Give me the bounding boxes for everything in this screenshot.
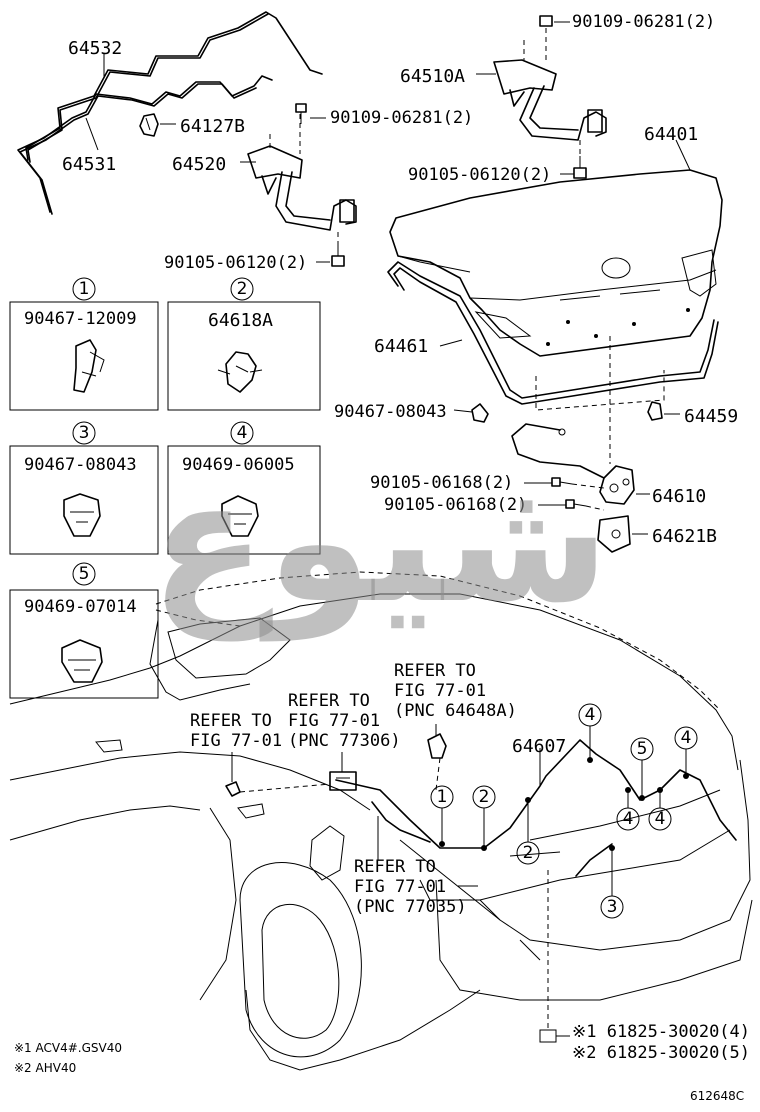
lock-64610 bbox=[599, 465, 635, 505]
callout-clip-4: 4 bbox=[616, 787, 640, 831]
callout-clip-4: 4 bbox=[578, 703, 602, 763]
bolt-icon bbox=[295, 103, 307, 124]
label-64621B: 64621B bbox=[652, 526, 717, 547]
torsion-bar-64532 bbox=[25, 11, 323, 163]
clip-90467-08043 bbox=[471, 403, 489, 423]
clip-box-part: 64618A bbox=[208, 310, 273, 331]
label-90109-mid: 90109-06281(2) bbox=[330, 108, 473, 128]
clip-box-part: 90467-12009 bbox=[24, 309, 137, 329]
callout-clip-4: 4 bbox=[648, 787, 672, 831]
cover-64621B bbox=[597, 515, 631, 553]
torsion-bar-64531 bbox=[17, 75, 273, 215]
callout-clip-4: 4 bbox=[674, 726, 698, 779]
label-64531: 64531 bbox=[62, 154, 116, 175]
svg-text:FIG 77-01: FIG 77-01 bbox=[288, 711, 380, 731]
clip-box-index: 4 bbox=[237, 423, 248, 443]
label-90467-08043: 90467-08043 bbox=[334, 402, 447, 422]
svg-text:1: 1 bbox=[437, 787, 448, 807]
callout-clip-5: 5 bbox=[630, 737, 654, 801]
label-64510A: 64510A bbox=[400, 66, 465, 87]
label-90109-top: 90109-06281(2) bbox=[572, 12, 715, 32]
svg-text:5: 5 bbox=[637, 739, 648, 759]
clip-box-3: 3 90467-08043 bbox=[9, 421, 159, 555]
refer-note-fig: REFER TO FIG 77-01 bbox=[190, 711, 282, 782]
connector-icon bbox=[427, 733, 447, 759]
clip-box-index: 5 bbox=[79, 564, 90, 584]
connector-icon bbox=[329, 771, 357, 791]
svg-text:FIG 77-01: FIG 77-01 bbox=[190, 731, 282, 751]
label-64610: 64610 bbox=[652, 486, 706, 507]
clip-box-index: 3 bbox=[79, 423, 90, 443]
svg-text:4: 4 bbox=[585, 705, 596, 725]
refer-note-77306: REFER TO FIG 77-01 (PNC 77306) bbox=[288, 691, 401, 772]
label-90105-right: 90105-06120(2) bbox=[408, 165, 551, 185]
callout-clip-2: 2 bbox=[516, 797, 540, 865]
svg-text:2: 2 bbox=[523, 843, 534, 863]
label-61825-1: ※1 61825-30020(4) bbox=[572, 1022, 750, 1042]
refer-note-64648A: REFER TO FIG 77-01 (PNC 64648A) bbox=[394, 661, 517, 736]
label-61825-2: ※2 61825-30020(5) bbox=[572, 1043, 750, 1063]
wire-harness-64607 bbox=[335, 739, 737, 877]
svg-text:(PNC 77035): (PNC 77035) bbox=[354, 897, 467, 917]
callout-clip-1: 1 bbox=[430, 785, 454, 847]
svg-text:4: 4 bbox=[655, 809, 666, 829]
bolt-icon bbox=[551, 477, 573, 487]
clip-box-1: 1 90467-12009 bbox=[9, 277, 159, 411]
svg-text:4: 4 bbox=[623, 809, 634, 829]
bolt-icon bbox=[539, 15, 553, 27]
label-90105-left: 90105-06120(2) bbox=[164, 253, 307, 273]
harness-callouts: 1 2 2 4 5 4 bbox=[430, 703, 698, 919]
svg-text:REFER TO: REFER TO bbox=[354, 857, 436, 877]
label-90105-06168-a: 90105-06168(2) bbox=[370, 473, 513, 493]
figure-id: 612648C bbox=[690, 1089, 744, 1103]
clip-box-index: 2 bbox=[237, 279, 248, 299]
svg-text:2: 2 bbox=[479, 787, 490, 807]
clip-box-5: 5 90469-07014 bbox=[9, 562, 159, 699]
label-64127B: 64127B bbox=[180, 116, 245, 137]
trunk-lid-64401 bbox=[389, 169, 723, 357]
svg-text:(PNC 77306): (PNC 77306) bbox=[288, 731, 401, 751]
label-64401: 64401 bbox=[644, 124, 698, 145]
svg-text:4: 4 bbox=[681, 728, 692, 748]
leader-64531 bbox=[85, 117, 99, 151]
clip-64127B bbox=[139, 113, 159, 137]
bolt-icon bbox=[573, 156, 587, 179]
callout-clip-2: 2 bbox=[472, 785, 496, 851]
footnote-2: ※2 AHV40 bbox=[14, 1061, 76, 1075]
label-64461: 64461 bbox=[374, 336, 428, 357]
bolt-icon bbox=[565, 499, 587, 509]
hinge-64520 bbox=[247, 145, 357, 231]
label-64607: 64607 bbox=[512, 736, 566, 757]
bolt-icon bbox=[331, 244, 345, 267]
refer-note-77035: REFER TO FIG 77-01 (PNC 77035) bbox=[354, 816, 478, 917]
label-64459: 64459 bbox=[684, 406, 738, 427]
footnote-1: ※1 ACV4#.GSV40 bbox=[14, 1041, 122, 1055]
release-cable bbox=[511, 423, 605, 479]
svg-text:REFER TO: REFER TO bbox=[394, 661, 476, 681]
svg-text:FIG 77-01: FIG 77-01 bbox=[354, 877, 446, 897]
clip-box-2: 2 64618A bbox=[167, 277, 321, 411]
svg-text:REFER TO: REFER TO bbox=[288, 691, 370, 711]
label-64532: 64532 bbox=[68, 38, 122, 59]
svg-text:(PNC 64648A): (PNC 64648A) bbox=[394, 701, 517, 721]
clip-box-4: 4 90469-06005 bbox=[167, 421, 321, 555]
hinge-64510A bbox=[493, 59, 607, 141]
label-90105-06168-b: 90105-06168(2) bbox=[384, 495, 527, 515]
cushion-64459 bbox=[647, 401, 663, 421]
car-body-outline bbox=[9, 571, 753, 1071]
weatherstrip-64461 bbox=[387, 261, 719, 405]
clip-box-index: 1 bbox=[79, 279, 90, 299]
svg-text:FIG 77-01: FIG 77-01 bbox=[394, 681, 486, 701]
callout-clip-3: 3 bbox=[600, 845, 624, 919]
clip-box-part: 90467-08043 bbox=[24, 455, 137, 475]
connector-icon bbox=[225, 781, 241, 797]
svg-text:3: 3 bbox=[607, 897, 618, 917]
clip-box-part: 90469-07014 bbox=[24, 597, 137, 617]
label-64520: 64520 bbox=[172, 154, 226, 175]
watermark: شيوع bbox=[150, 443, 609, 642]
svg-text:REFER TO: REFER TO bbox=[190, 711, 272, 731]
clip-box-part: 90469-06005 bbox=[182, 455, 295, 475]
